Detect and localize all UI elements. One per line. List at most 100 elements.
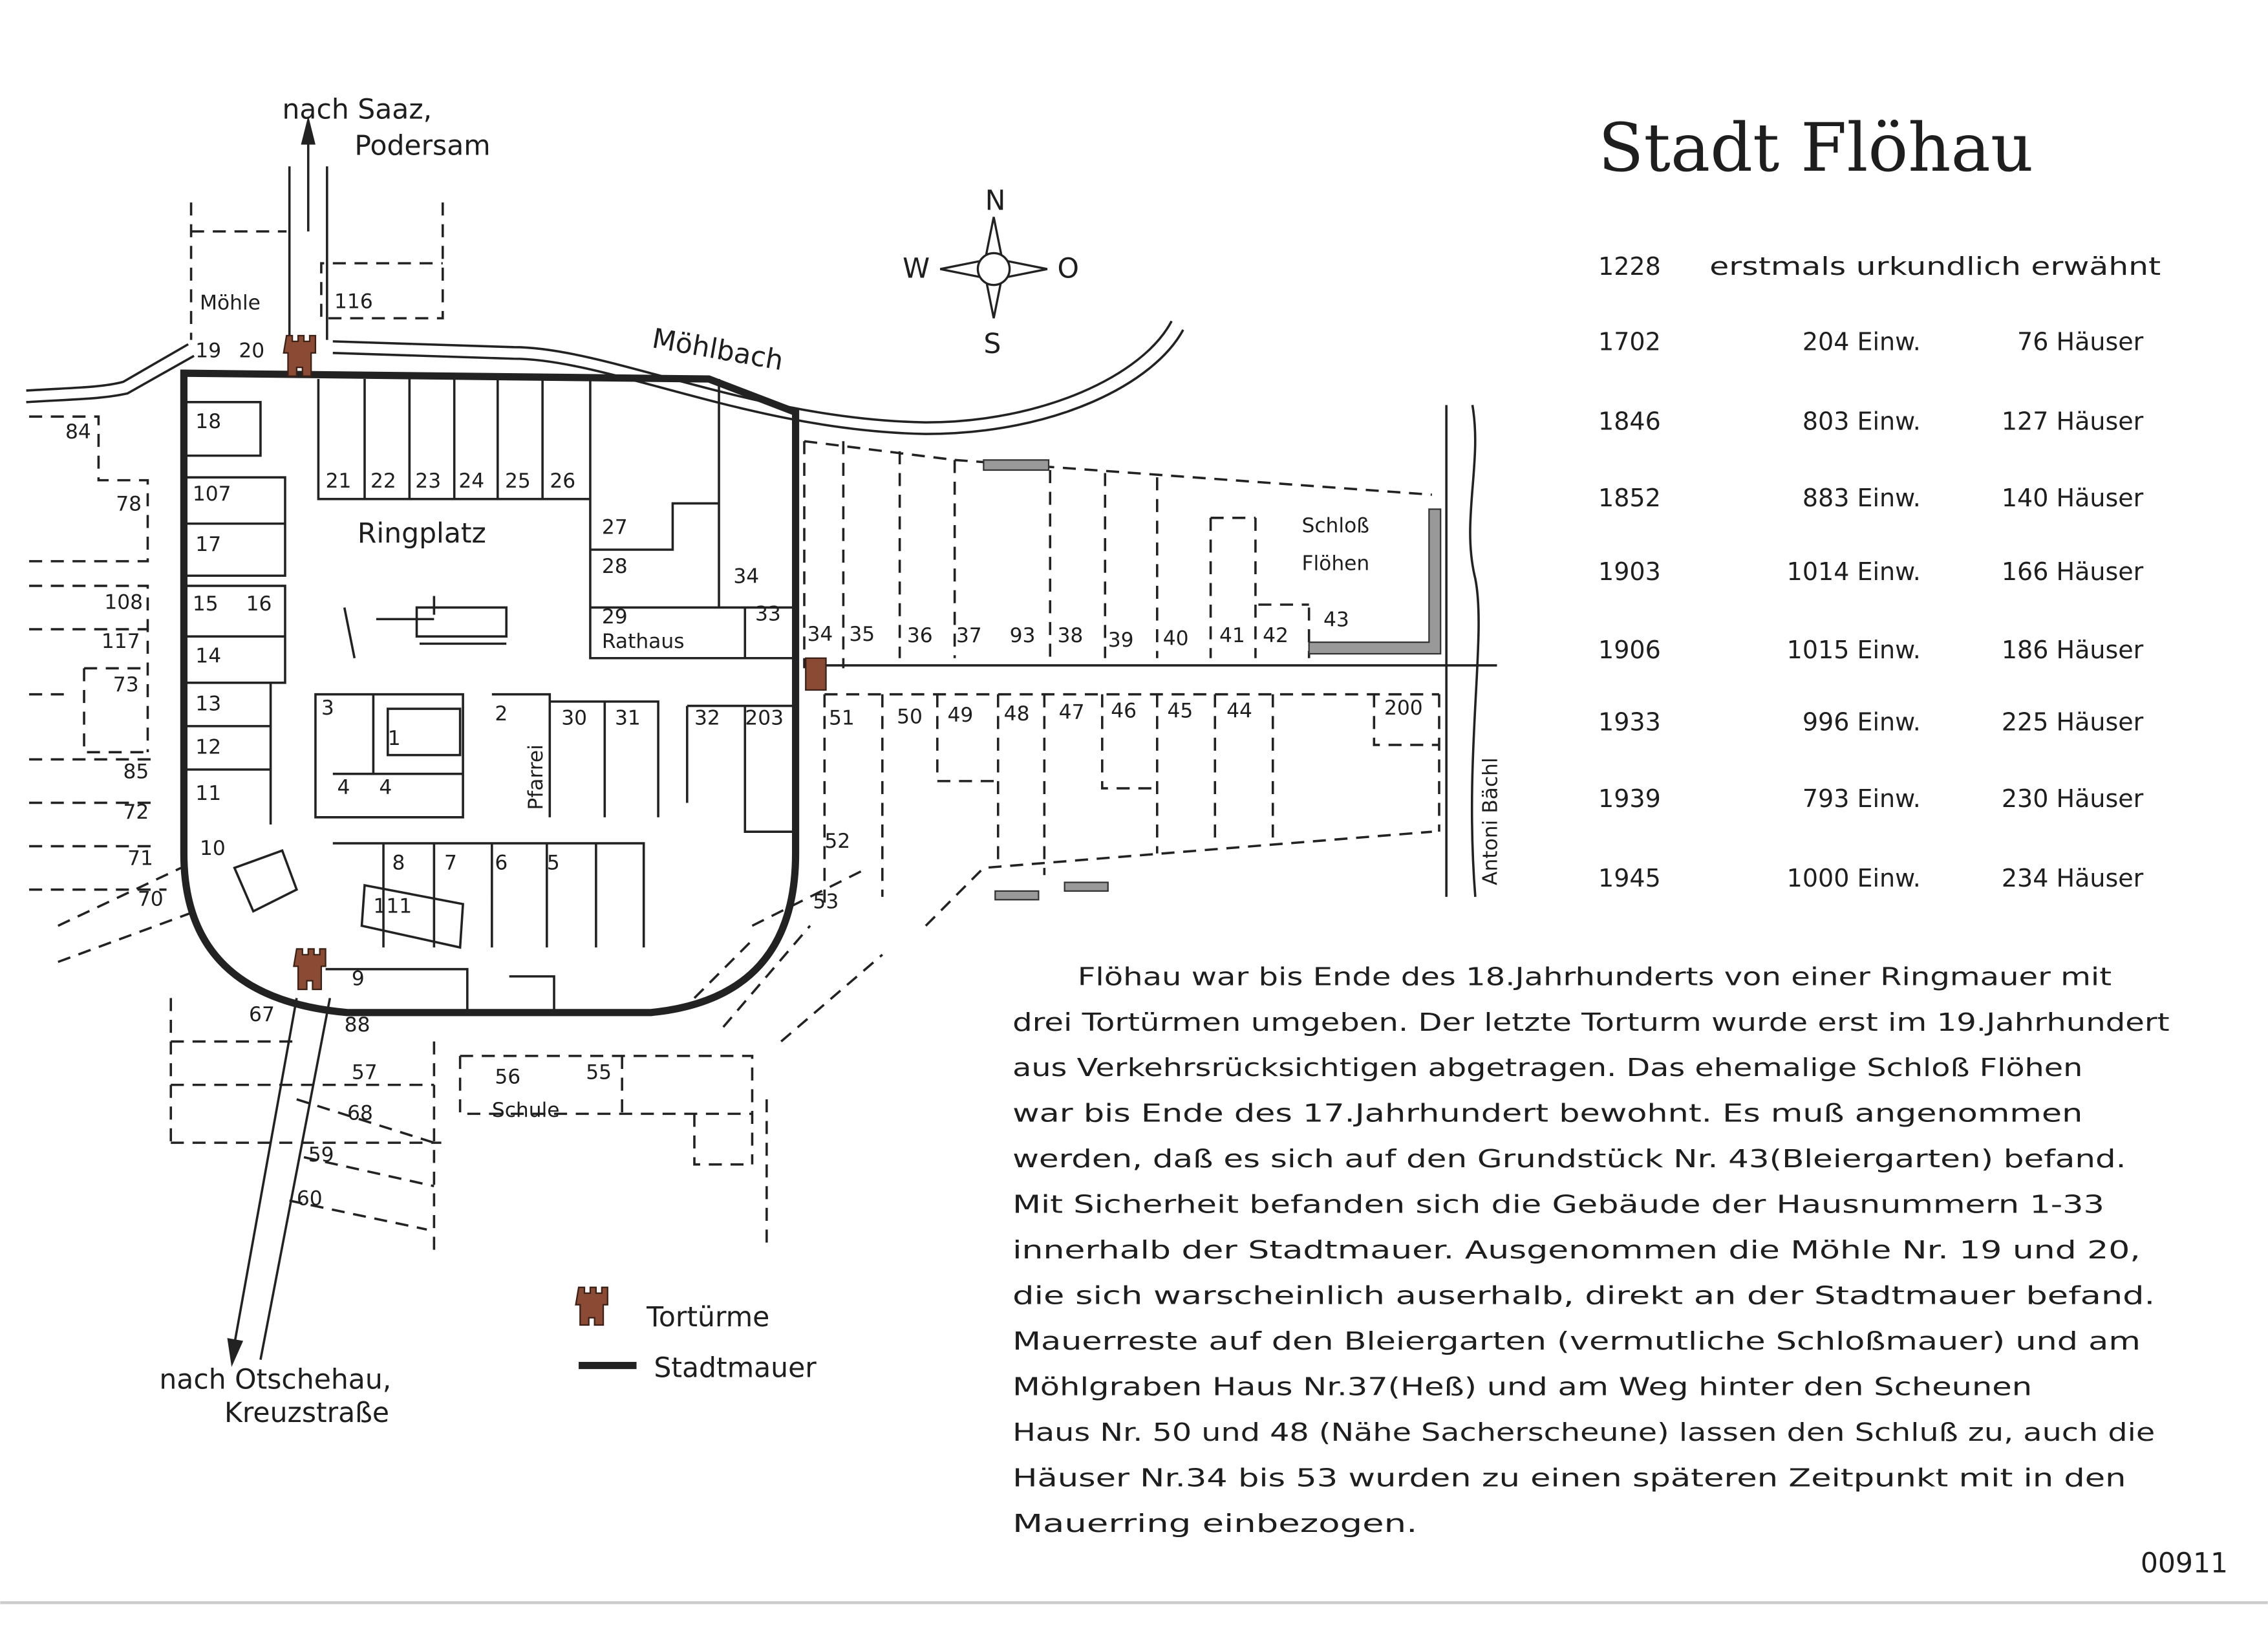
- house-number: 4: [337, 776, 350, 799]
- house-number: 32: [694, 707, 720, 730]
- history-year: 1933: [1598, 708, 1661, 737]
- house-number: 34: [733, 565, 759, 588]
- legend-gates-label: Tortürme: [646, 1302, 769, 1333]
- house-number: 107: [193, 482, 231, 506]
- gate-tower-icon: [293, 948, 326, 991]
- road-north-label-2: Podersam: [354, 130, 490, 162]
- road-north-label-1: nach Saaz,: [283, 94, 433, 125]
- history-inhabitants: 1000 Einw.: [1787, 864, 1921, 892]
- house-number: 67: [249, 1003, 275, 1026]
- house-number: 6: [495, 851, 508, 874]
- town-wall: [180, 369, 800, 1017]
- house-number: 17: [195, 533, 221, 556]
- history-inhabitants: 793 Einw.: [1803, 784, 1921, 813]
- history-houses: 230 Häuser: [2002, 784, 2144, 813]
- house-number: 23: [415, 469, 441, 493]
- house-number: 117: [102, 630, 140, 653]
- house-number: 56: [495, 1065, 520, 1088]
- house-number: 108: [104, 591, 143, 614]
- house-number: 33: [755, 603, 781, 626]
- house-number: 21: [326, 469, 352, 493]
- inner-buildings: [184, 379, 796, 1013]
- house-number: 47: [1059, 701, 1085, 724]
- house-number: 9: [352, 967, 365, 990]
- house-number: 111: [373, 894, 412, 918]
- history-houses: 234 Häuser: [2002, 864, 2144, 892]
- town-hall-label: Rathaus: [602, 630, 685, 653]
- house-number: 8: [392, 851, 405, 874]
- history-paragraph: Flöhau war bis Ende des 18.Jahrhunderts …: [1012, 962, 2169, 1538]
- history-inhabitants: 803 Einw.: [1803, 407, 1921, 435]
- house-number: 48: [1004, 702, 1030, 726]
- castle-wall: [1308, 508, 1442, 655]
- house-number: 12: [195, 735, 221, 759]
- house-number: 22: [370, 469, 396, 493]
- history-year: 1903: [1598, 557, 1661, 586]
- history-houses: 186 Häuser: [2002, 636, 2144, 664]
- wall-remains: [1064, 881, 1109, 892]
- square-label: Ringplatz: [358, 518, 486, 550]
- castle-label-1: Schloß: [1301, 514, 1369, 537]
- house-number: 34: [807, 623, 833, 646]
- history-year: 1852: [1598, 484, 1661, 512]
- mill-label: Möhle: [200, 292, 261, 315]
- house-number: 51: [829, 707, 855, 730]
- paragraph-line: Mauerring einbezogen.: [1012, 1509, 1417, 1538]
- paragraph-line: Möhlgraben Haus Nr.37(Heß) und am Weg hi…: [1012, 1372, 2032, 1401]
- compass-east: O: [1057, 253, 1078, 285]
- house-number: 10: [200, 837, 226, 860]
- history-houses: 127 Häuser: [2002, 407, 2144, 435]
- house-number: 57: [352, 1061, 378, 1084]
- house-number: 55: [586, 1061, 612, 1084]
- outer-plots: [29, 202, 1440, 1259]
- paragraph-line: drei Tortürmen umgeben. Der letzte Tortu…: [1012, 1008, 2169, 1037]
- house-number: 38: [1057, 624, 1083, 647]
- legend-wall-label: Stadtmauer: [654, 1352, 817, 1384]
- school-label: Schule: [492, 1099, 560, 1122]
- history-houses: 225 Häuser: [2002, 708, 2144, 737]
- wall-remains: [983, 459, 1050, 471]
- house-number: 24: [458, 469, 484, 493]
- history-houses: 166 Häuser: [2002, 557, 2144, 586]
- house-number: 4: [379, 776, 392, 799]
- house-number: 13: [195, 692, 221, 715]
- history-note: erstmals urkundlich erwähnt: [1709, 252, 2161, 281]
- history-houses: 140 Häuser: [2002, 484, 2144, 512]
- house-number: 53: [813, 890, 839, 914]
- house-number: 59: [308, 1143, 334, 1167]
- house-number: 26: [550, 469, 575, 493]
- history-year: 1945: [1598, 864, 1661, 892]
- house-number: 42: [1263, 624, 1289, 647]
- house-number: 28: [602, 555, 628, 578]
- history-inhabitants: 204 Einw.: [1803, 327, 1921, 356]
- history-houses: 76 Häuser: [2017, 327, 2144, 356]
- page-number: 00911: [2141, 1547, 2228, 1579]
- house-number: 25: [505, 469, 531, 493]
- house-number: 40: [1163, 627, 1189, 651]
- house-number: 49: [947, 704, 973, 727]
- history-year: 1846: [1598, 407, 1661, 435]
- house-number: 27: [602, 515, 628, 539]
- compass-rose-icon: [939, 217, 1048, 319]
- compass-west: W: [903, 253, 930, 285]
- paragraph-line: aus Verkehrsrücksichtigen abgetragen. Da…: [1012, 1053, 2082, 1082]
- brook-line: [1445, 405, 1480, 897]
- stream-muehlbach: [26, 320, 1184, 435]
- house-number: 29: [602, 605, 628, 629]
- house-number: 3: [321, 696, 334, 720]
- paragraph-line: Mit Sicherheit befanden sich die Gebäude…: [1012, 1191, 2104, 1219]
- house-number: 72: [123, 801, 149, 824]
- house-number: 203: [745, 707, 784, 730]
- wall-remains: [994, 890, 1040, 901]
- house-number: 60: [297, 1187, 323, 1210]
- house-number: 11: [195, 782, 221, 805]
- paragraph-line: Mauerreste auf den Bleiergarten (vermutl…: [1012, 1327, 2141, 1355]
- house-number: 45: [1167, 699, 1193, 722]
- paragraph-line: war bis Ende des 17.Jahrhundert bewohnt.…: [1012, 1099, 2082, 1128]
- history-year: 1939: [1598, 784, 1661, 813]
- house-number: 78: [116, 493, 142, 516]
- house-number: 52: [824, 830, 850, 853]
- paragraph-line: Flöhau war bis Ende des 18.Jahrhunderts …: [1078, 962, 2112, 991]
- house-number: 70: [138, 887, 164, 911]
